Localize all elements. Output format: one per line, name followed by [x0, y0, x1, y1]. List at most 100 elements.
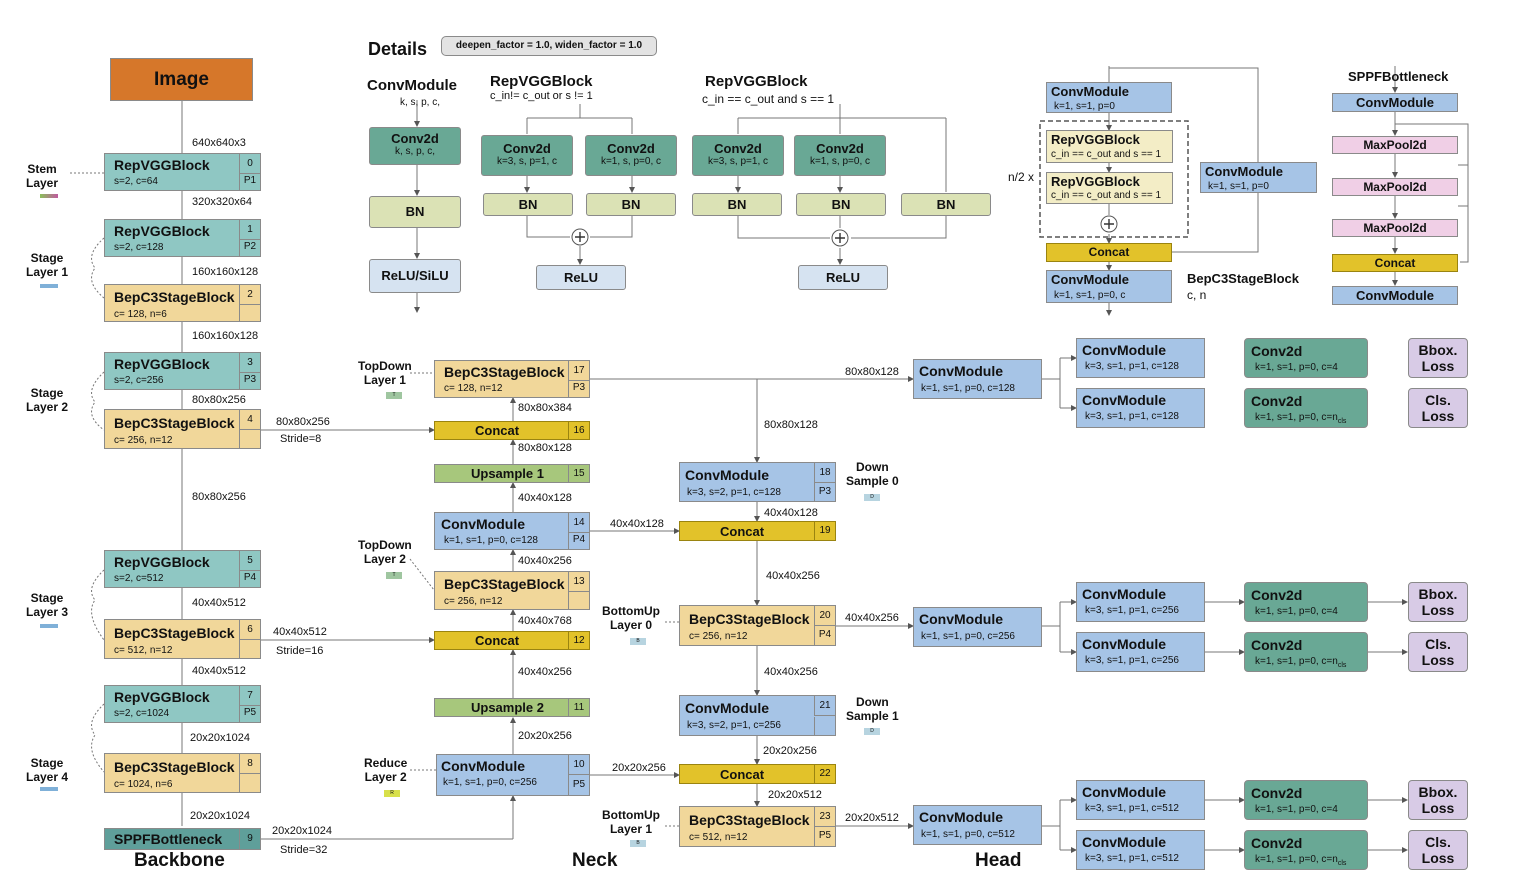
stride: Stride=32 — [280, 844, 328, 856]
details-title: Details — [368, 39, 428, 59]
details-maxpool-1: MaxPool2d — [1332, 136, 1458, 154]
label-topdown-layer-1: TopDown Layer 1 — [358, 359, 412, 387]
dim: 40x40x256 — [766, 570, 820, 582]
bbox-loss-2: Bbox. Loss — [1408, 582, 1468, 622]
label-stage-layer-4: Stage Layer 4 — [26, 756, 69, 784]
label-bottomup-layer-0: BottomUp Layer 0 — [602, 604, 660, 632]
dim: 80x80x128 — [518, 442, 572, 454]
factor-badge: deepen_factor = 1.0, widen_factor = 1.0 — [441, 36, 657, 56]
dim: 40x40x512 — [192, 597, 246, 609]
details-relu-silu: ReLU/SiLU — [369, 259, 461, 293]
details-sppf-convmodule-2: ConvModule — [1332, 286, 1458, 305]
bbox-loss-1: Bbox. Loss — [1408, 338, 1468, 378]
details-maxpool-3: MaxPool2d — [1332, 219, 1458, 237]
tag-t: T — [386, 572, 402, 579]
dim: 20x20x1024 — [272, 825, 332, 837]
bbox-loss-3: Bbox. Loss — [1408, 780, 1468, 820]
backbone-title: Backbone — [134, 850, 225, 871]
details-bep-concat: Concat — [1046, 243, 1172, 262]
dim: 20x20x512 — [845, 812, 899, 824]
details-n2x: n/2 x — [1008, 170, 1035, 184]
dim: 40x40x128 — [610, 518, 664, 530]
dim: 80x80x128 — [845, 366, 899, 378]
details-repvgg1-sub: c_in!= c_out or s != 1 — [490, 90, 593, 102]
dim: 640x640x3 — [192, 137, 246, 149]
cls-loss-3: Cls. Loss — [1408, 830, 1468, 870]
dim: 40x40x512 — [273, 626, 327, 638]
label-down-sample-1: Down Sample 1 — [846, 695, 899, 723]
details-relu: ReLU — [536, 265, 626, 290]
label-stem-layer: Stem Layer — [26, 162, 59, 190]
details-maxpool-2: MaxPool2d — [1332, 178, 1458, 196]
label-topdown-layer-2: TopDown Layer 2 — [358, 538, 412, 566]
dim: 20x20x1024 — [190, 810, 250, 822]
tag-r: R — [384, 790, 400, 797]
dim: 20x20x256 — [763, 745, 817, 757]
dim: 80x80x384 — [518, 402, 572, 414]
dim: 160x160x128 — [192, 330, 259, 342]
dim: 40x40x512 — [192, 665, 246, 677]
details-bn: BN — [692, 193, 782, 216]
dim: 40x40x128 — [518, 492, 572, 504]
dim: 40x40x256 — [764, 666, 818, 678]
dim: 40x40x768 — [518, 615, 572, 627]
legend-swatch — [40, 787, 58, 791]
dim: 40x40x256 — [518, 666, 572, 678]
tag-d: D — [864, 728, 880, 735]
details-bep-cn: c, n — [1187, 288, 1207, 302]
cls-loss-2: Cls. Loss — [1408, 632, 1468, 672]
dim: 20x20x1024 — [190, 732, 250, 744]
tag-b: B — [630, 840, 646, 847]
stride: Stride=8 — [280, 433, 322, 445]
details-repvgg2-title: RepVGGBlock — [705, 73, 808, 90]
dim: 80x80x256 — [192, 491, 246, 503]
details-bn: BN — [586, 193, 676, 216]
details-sppf-concat: Concat — [1332, 254, 1458, 272]
details-bn: BN — [369, 196, 461, 228]
dim: 40x40x256 — [845, 612, 899, 624]
label-stage-layer-3: Stage Layer 3 — [26, 591, 69, 619]
head-title: Head — [975, 850, 1022, 871]
stride: Stride=16 — [276, 645, 324, 657]
details-convmodule-sub: k, s, p, c, — [400, 97, 441, 108]
dim: 40x40x128 — [764, 507, 818, 519]
dim: 20x20x256 — [518, 730, 572, 742]
details-convmodule-title: ConvModule — [367, 77, 457, 94]
details-sppf-title: SPPFBottleneck — [1348, 69, 1449, 84]
label-bottomup-layer-1: BottomUp Layer 1 — [602, 808, 660, 836]
neck-title: Neck — [572, 850, 618, 871]
